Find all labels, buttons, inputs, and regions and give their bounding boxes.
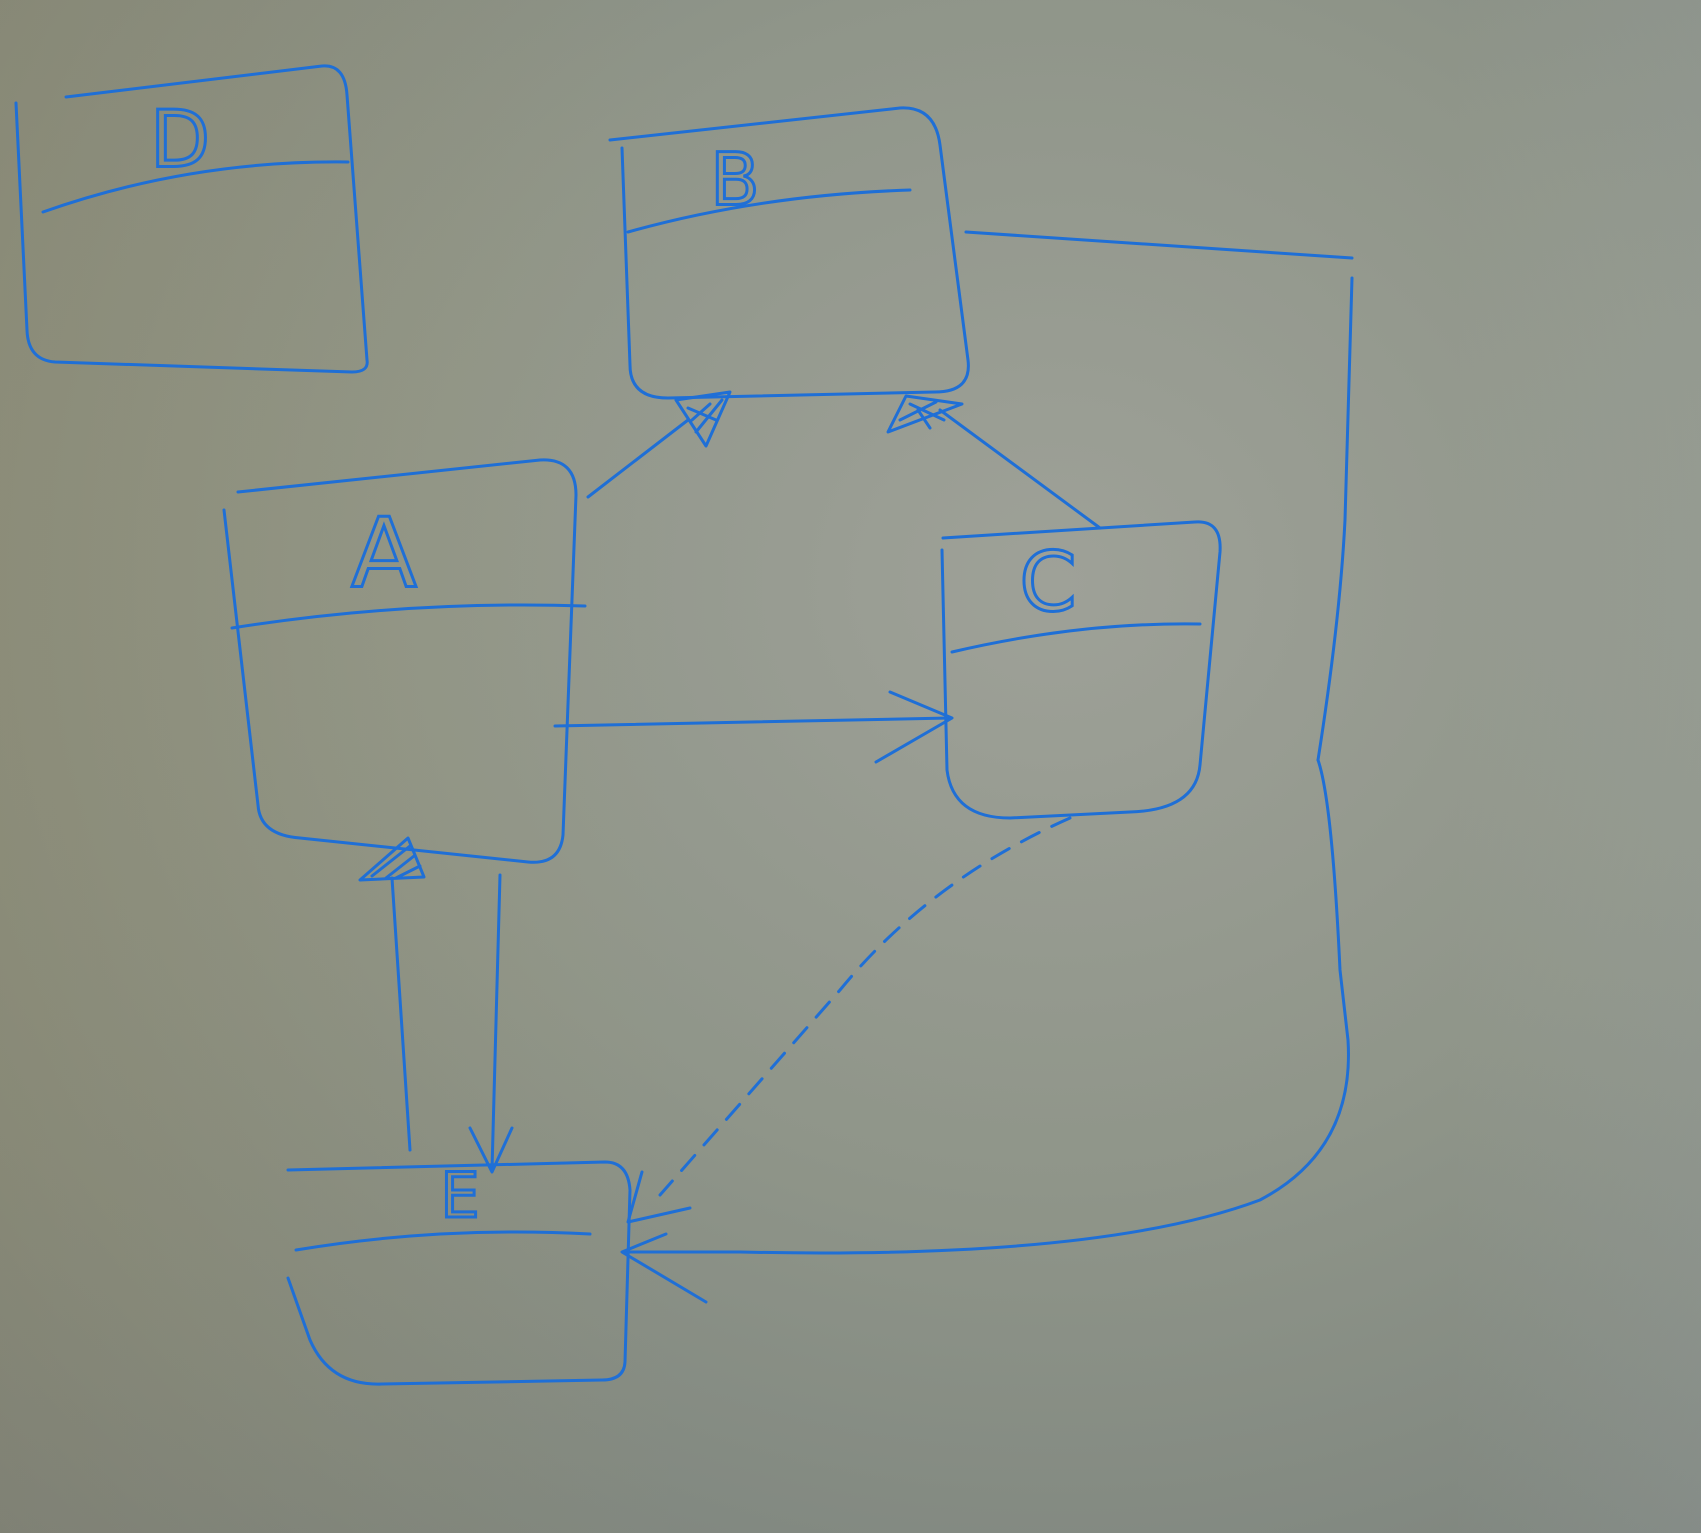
class-c[interactable]: C	[940, 520, 1222, 820]
class-d-box	[14, 64, 369, 374]
edge-e-a-line	[390, 876, 412, 1152]
edge-a-c-line	[553, 716, 952, 728]
class-e-divider	[294, 1230, 592, 1252]
open-arrowhead-icon	[468, 1126, 514, 1174]
open-arrowhead-icon	[874, 690, 954, 764]
edge-a-to-b-generalization[interactable]	[586, 390, 732, 499]
class-e[interactable]: E	[286, 1158, 632, 1386]
class-d-label: D	[150, 95, 210, 185]
edge-a-b-line	[586, 418, 690, 499]
class-e-box	[286, 1160, 632, 1386]
class-c-label: C	[1019, 535, 1076, 630]
edge-b-e-line-right	[1316, 276, 1354, 762]
open-arrowhead-icon	[626, 1170, 692, 1224]
edge-a-to-e-association[interactable]	[468, 873, 514, 1174]
edge-b-e-line-bottom	[623, 758, 1350, 1255]
edge-e-to-a-generalization[interactable]	[358, 836, 426, 1152]
class-e-label: E	[440, 1159, 479, 1232]
edge-c-to-b-generalization[interactable]	[886, 394, 1102, 530]
class-b-divider	[626, 188, 912, 234]
generalization-arrowhead-icon	[358, 836, 426, 882]
class-a-divider	[230, 603, 587, 630]
edge-a-to-c-association[interactable]	[553, 690, 954, 764]
class-d-divider	[41, 160, 350, 214]
class-d[interactable]: D	[14, 64, 369, 374]
edge-c-e-dashed-line	[658, 816, 1072, 1197]
edge-c-to-e-dependency[interactable]	[626, 816, 1072, 1224]
class-a-box	[222, 458, 578, 864]
generalization-arrowhead-icon	[886, 394, 964, 434]
edge-b-e-line-top	[964, 230, 1354, 260]
class-c-divider	[950, 622, 1202, 654]
generalization-arrowhead-icon	[674, 390, 732, 448]
edge-a-e-line	[490, 873, 502, 1172]
open-arrowhead-icon	[620, 1232, 708, 1304]
class-b-label: B	[710, 138, 759, 222]
class-a-label: A	[351, 497, 417, 609]
edge-c-b-line	[938, 408, 1102, 530]
class-b-box	[608, 106, 970, 400]
edge-b-to-e-association[interactable]	[620, 230, 1354, 1304]
class-c-box	[940, 520, 1222, 820]
class-b[interactable]: B	[608, 106, 970, 400]
class-a[interactable]: A	[222, 458, 587, 864]
